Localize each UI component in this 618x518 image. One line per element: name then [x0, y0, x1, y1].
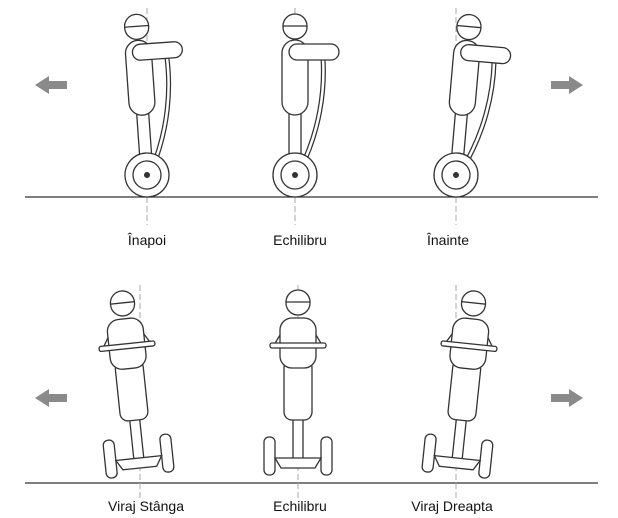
rider-arm	[288, 43, 340, 61]
foot-platform	[114, 454, 163, 471]
label-turn-right: Viraj Dreapta	[411, 498, 493, 514]
helmet-icon	[123, 13, 150, 28]
right-wheel	[478, 439, 494, 479]
label-balance-top: Echilibru	[273, 232, 327, 248]
arrow-right-icon	[551, 76, 583, 94]
rider-turn-right	[421, 290, 498, 479]
label-backward: Înapoi	[127, 232, 167, 248]
foot-platform	[433, 454, 482, 471]
left-wheel	[421, 433, 437, 473]
handlebar	[440, 340, 498, 353]
left-wheel	[102, 439, 118, 479]
rider-backward	[123, 13, 183, 198]
helmet-icon	[282, 13, 308, 27]
right-wheel	[159, 433, 175, 473]
arrow-left-icon	[35, 389, 67, 407]
left-wheel	[263, 436, 276, 476]
helmet-icon	[456, 13, 482, 29]
rider-balance	[272, 13, 340, 198]
wheel-axle	[453, 172, 459, 178]
helmet-icon	[285, 289, 311, 303]
label-forward: Înainte	[426, 232, 470, 248]
wheel-axle	[144, 172, 150, 178]
rider-forward	[433, 13, 512, 198]
handlebar	[98, 340, 156, 353]
label-turn-left: Viraj Stânga	[107, 498, 185, 514]
rider-arm	[460, 43, 512, 65]
foot-platform	[273, 457, 323, 469]
rider-balance-front	[263, 289, 333, 476]
helmet-icon	[460, 290, 487, 305]
handlebar	[269, 342, 327, 349]
helmet-icon	[109, 290, 136, 305]
rider-legs	[283, 359, 313, 421]
arrow-left-icon	[35, 76, 67, 94]
right-wheel	[320, 436, 333, 476]
rider-arm	[131, 41, 183, 61]
label-balance-bottom: Echilibru	[273, 498, 327, 514]
arrow-right-icon	[551, 389, 583, 407]
wheel-axle	[292, 172, 298, 178]
rider-turn-left	[98, 290, 175, 479]
